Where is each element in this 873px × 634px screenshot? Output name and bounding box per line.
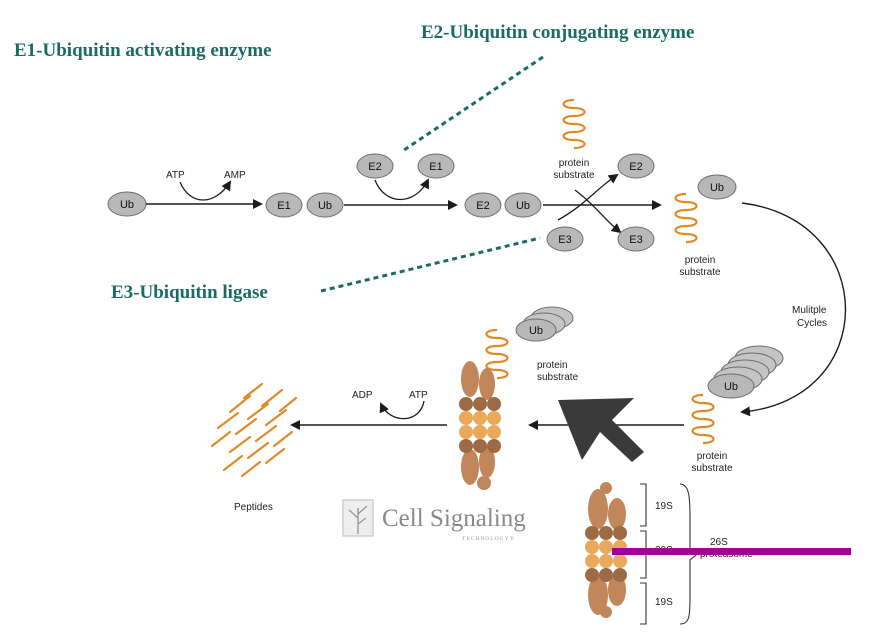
heading-e2: E2-Ubiquitin conjugating enzyme	[421, 22, 694, 43]
tree-icon	[342, 499, 374, 537]
19s-bottom-label: 19S	[655, 597, 673, 608]
e2-release-curve	[557, 173, 619, 221]
svg-text:E2: E2	[476, 200, 489, 212]
svg-text:E2: E2	[629, 161, 642, 173]
svg-text:TECHNOLOGY®: TECHNOLOGY®	[462, 535, 515, 542]
19s-top-label: 19S	[655, 501, 673, 512]
e3-callout-line	[320, 236, 541, 293]
multiple-cycles-arrow	[740, 202, 847, 417]
e2-callout-line	[400, 55, 544, 154]
svg-text:substrate: substrate	[691, 463, 733, 474]
e1-ub-complex: E1 Ub	[265, 192, 344, 218]
svg-text:Ub: Ub	[529, 325, 543, 337]
26s-label: 26S	[710, 537, 728, 548]
ub-start-node: Ub	[107, 191, 147, 217]
cell-signaling-logo: Cell Signaling TECHNOLOGY®	[342, 499, 526, 542]
atp-amp-curve	[179, 180, 232, 201]
amp-label: AMP	[224, 170, 246, 181]
e2-ub-complex: E2 Ub	[464, 192, 542, 218]
svg-text:E1: E1	[429, 161, 442, 173]
svg-text:Ub: Ub	[724, 381, 738, 393]
polyub-substrate-right: Ub protein substrate	[691, 345, 784, 474]
svg-text:Ub: Ub	[516, 200, 530, 212]
svg-text:substrate: substrate	[553, 170, 595, 181]
heading-e3: E3-Ubiquitin ligase	[111, 282, 268, 303]
26s-proteasome	[585, 482, 627, 618]
cycles-label: Cycles	[797, 318, 827, 329]
e1-out-node: E1	[417, 153, 455, 179]
svg-text:Ub: Ub	[710, 182, 724, 194]
svg-text:Cell Signaling: Cell Signaling	[382, 505, 526, 532]
proteasome-with-substrate: Ub protein substrate	[459, 306, 579, 490]
svg-text:E2: E2	[368, 161, 381, 173]
e3-release-curve	[574, 189, 622, 234]
atp-label-1: ATP	[166, 170, 185, 181]
svg-text:substrate: substrate	[679, 267, 721, 278]
adp-label: ADP	[352, 390, 373, 401]
svg-text:E1: E1	[277, 200, 290, 212]
svg-text:substrate: substrate	[537, 372, 579, 383]
svg-text:protein: protein	[697, 451, 728, 462]
svg-text:E3: E3	[558, 234, 571, 246]
svg-text:Ub: Ub	[318, 200, 332, 212]
svg-text:Ub: Ub	[120, 199, 134, 211]
peptide-fragments	[210, 382, 298, 478]
peptides-label: Peptides	[234, 502, 273, 513]
protein-substrate-top: protein substrate	[553, 98, 595, 181]
e2-out-node: E2	[617, 153, 655, 179]
svg-text:E3: E3	[629, 234, 642, 246]
atp-label-2: ATP	[409, 390, 428, 401]
multiple-label: Mulitple	[792, 305, 827, 316]
e3-out-node: E3	[617, 226, 655, 252]
heading-e1: E1-Ubiquitin activating enzyme	[14, 40, 272, 61]
e2-e1-exchange-curve	[374, 178, 429, 201]
arrow-cursor-icon	[558, 398, 644, 462]
e3-in-node: E3	[546, 226, 584, 252]
svg-text:protein: protein	[559, 158, 590, 169]
svg-text:protein: protein	[685, 255, 716, 266]
svg-text:protein: protein	[537, 360, 568, 371]
e2-in-node: E2	[356, 153, 394, 179]
atp-adp-curve	[379, 400, 425, 420]
ub-substrate-right: Ub protein substrate	[674, 174, 737, 278]
highlight-bar	[612, 548, 851, 555]
